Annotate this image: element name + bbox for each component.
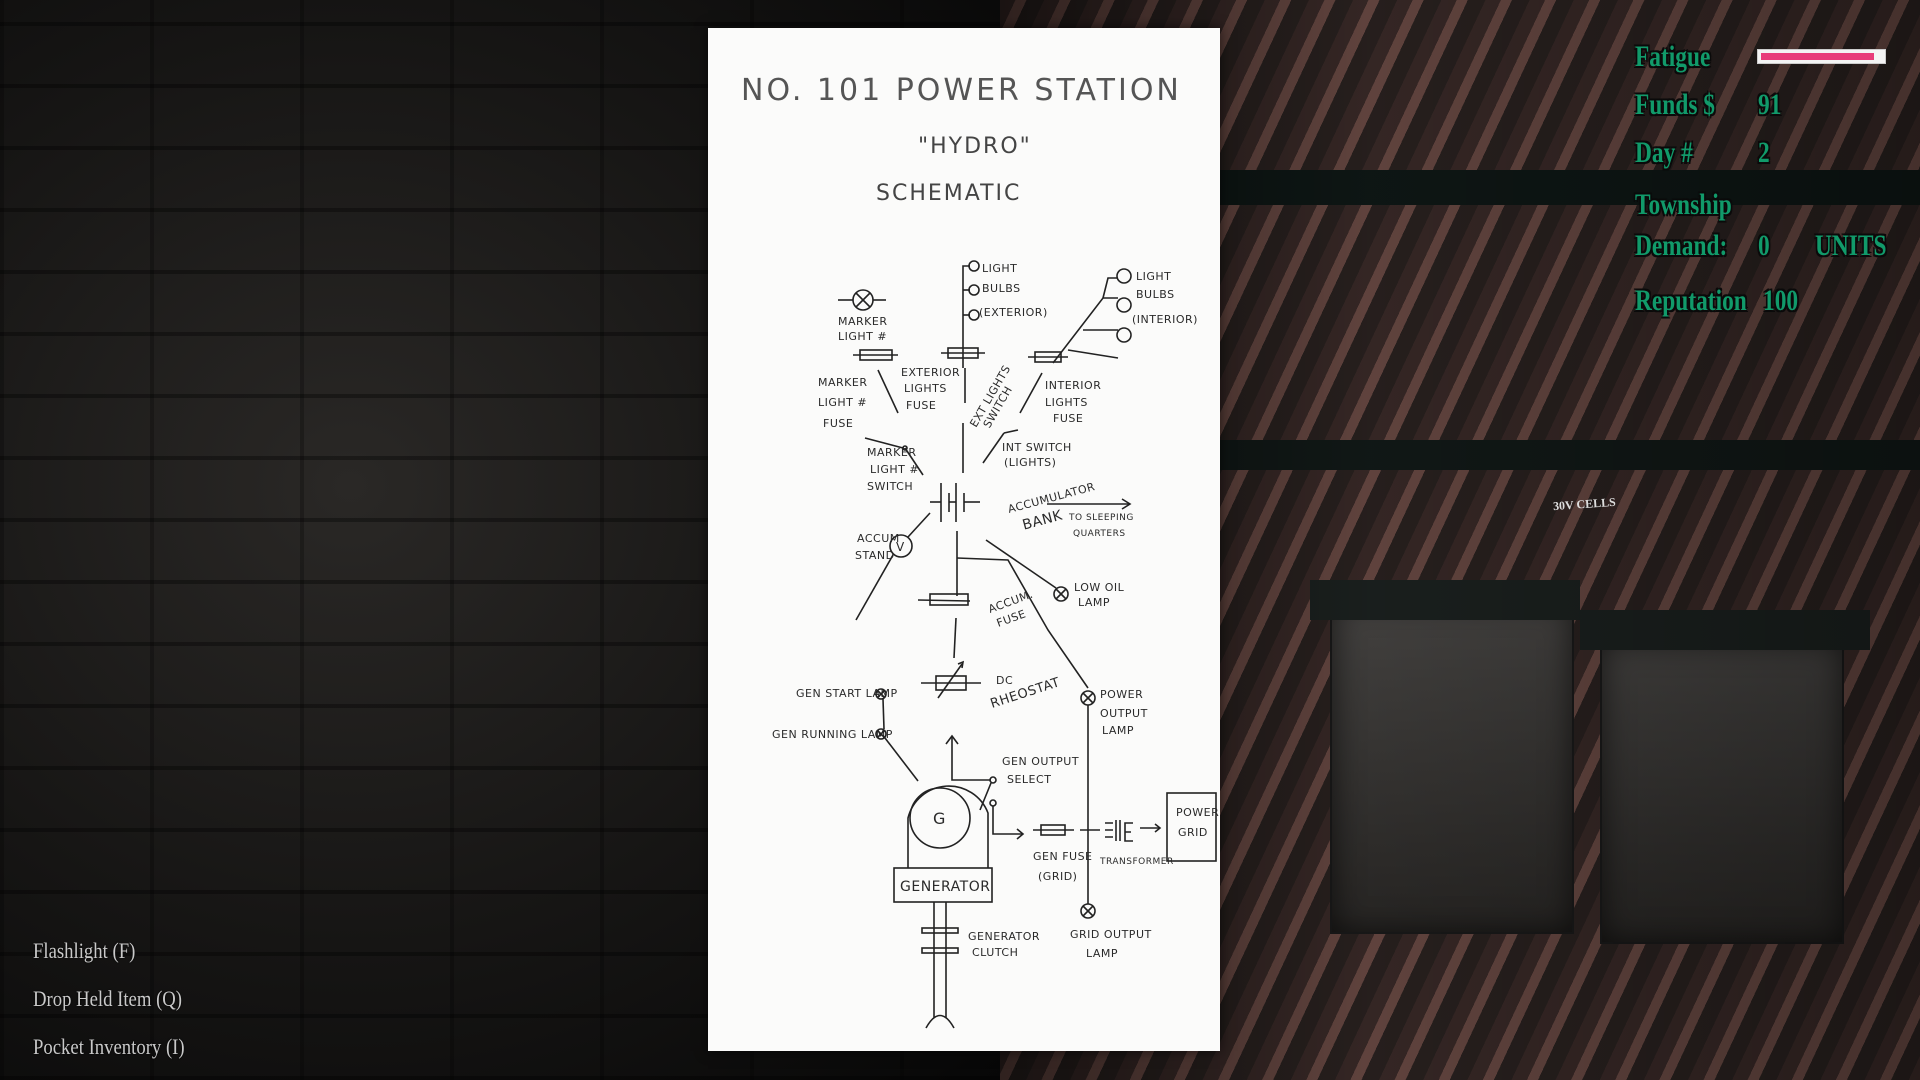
switches: MARKER LIGHT # SWITCH INT SWITCH (LIGHTS… bbox=[864, 423, 1072, 493]
schematic-label: LAMP bbox=[1102, 724, 1134, 737]
schematic-label: LIGHTS bbox=[904, 382, 947, 395]
schematic-label: V bbox=[896, 540, 905, 554]
schematic-label: GENERATOR bbox=[900, 879, 990, 895]
schematic-label: MARKER bbox=[838, 315, 887, 328]
schematic-label: TRANSFORMER bbox=[1099, 857, 1174, 867]
schematic-label: GEN START LAMP bbox=[796, 687, 898, 700]
day-label: Day # bbox=[1635, 136, 1693, 169]
schematic-label: EXTERIOR bbox=[901, 366, 960, 379]
schematic-label: MARKER bbox=[818, 376, 867, 389]
generator: G GENERATOR GEN OUTPUT SELECT bbox=[893, 755, 1079, 903]
schematic-label: GEN RUNNING LAMP bbox=[772, 728, 893, 741]
marker-light: MARKER LIGHT # bbox=[838, 289, 887, 343]
schematic-label: GRID OUTPUT bbox=[1070, 928, 1152, 941]
schematic-label: LAMP bbox=[1086, 947, 1118, 960]
fatigue-label: Fatigue bbox=[1635, 40, 1711, 73]
drop-item-hint: Drop Held Item (Q) bbox=[33, 986, 183, 1011]
demand-unit: UNITS bbox=[1815, 229, 1887, 262]
schematic-heading: SCHEMATIC bbox=[876, 181, 1021, 206]
schematic-label: (GRID) bbox=[1038, 870, 1077, 883]
accum-fuse: ACCUM. FUSE bbox=[917, 588, 1035, 659]
schematic-label: (INTERIOR) bbox=[1132, 313, 1198, 326]
interior-bulbs: LIGHT BULBS (INTERIOR) bbox=[1052, 268, 1198, 364]
schematic-label: POWER bbox=[1176, 806, 1219, 819]
schematic-label: GENERATOR bbox=[968, 930, 1040, 943]
schematic-document: NO. 101 POWER STATION "HYDRO" SCHEMATIC … bbox=[708, 28, 1220, 1051]
schematic-label: LAMP bbox=[1078, 596, 1110, 609]
schematic-label: LIGHTS bbox=[1045, 396, 1088, 409]
schematic-label: FUSE bbox=[823, 417, 853, 430]
schematic-label: GEN OUTPUT bbox=[1002, 755, 1079, 768]
schematic-label: LIGHT bbox=[982, 262, 1017, 275]
schematic-label: GRID bbox=[1178, 826, 1208, 839]
schematic-label: LIGHT # bbox=[870, 463, 919, 476]
battery-cell bbox=[1330, 600, 1574, 934]
battery-cell-top bbox=[1580, 610, 1870, 650]
reputation-value: 100 bbox=[1763, 284, 1799, 317]
schematic-label: DC bbox=[996, 674, 1013, 687]
schematic-label: OUTPUT bbox=[1100, 707, 1148, 720]
generator-lamps: GEN START LAMP GEN RUNNING LAMP bbox=[772, 687, 919, 782]
schematic-label: BANK bbox=[1021, 507, 1065, 533]
schematic-label: POWER bbox=[1100, 688, 1143, 701]
schematic-label: TO SLEEPING bbox=[1068, 513, 1134, 523]
schematic-subtitle: "HYDRO" bbox=[918, 134, 1032, 159]
schematic-label: SELECT bbox=[1007, 773, 1051, 786]
accumulator-bank: ACCUMULATOR BANK TO SLEEPING QUARTERS bbox=[930, 480, 1134, 539]
battery-cell bbox=[1600, 640, 1844, 944]
funds-label: Funds $ bbox=[1635, 88, 1715, 121]
schematic-label: BULBS bbox=[982, 282, 1021, 295]
township-label: Township bbox=[1635, 188, 1732, 221]
generator-clutch: GENERATOR CLUTCH bbox=[921, 902, 1040, 1029]
demand-value: 0 bbox=[1758, 229, 1770, 262]
dc-rheostat: DC RHEOSTAT bbox=[921, 660, 1062, 768]
output-wiring: LOW OIL LAMP POWER OUTPUT LAMP GRID OUTP… bbox=[956, 531, 1152, 960]
schematic-label: LIGHT # bbox=[818, 396, 867, 409]
schematic-label: MARKER bbox=[867, 446, 916, 459]
flashlight-hint: Flashlight (F) bbox=[33, 938, 136, 963]
fatigue-bar-fill bbox=[1761, 53, 1874, 60]
demand-label: Demand: bbox=[1635, 229, 1728, 262]
schematic-label: (LIGHTS) bbox=[1004, 456, 1056, 469]
fatigue-bar bbox=[1757, 49, 1886, 64]
day-value: 2 bbox=[1758, 136, 1770, 169]
schematic-label: (EXTERIOR) bbox=[979, 306, 1048, 319]
schematic-label: FUSE bbox=[1053, 412, 1083, 425]
accum-stand-voltmeter: V ACCUM STAND bbox=[855, 512, 931, 621]
schematic-label: ACCUM bbox=[857, 532, 900, 545]
schematic-label: BULBS bbox=[1136, 288, 1175, 301]
schematic-label: STAND bbox=[855, 549, 895, 562]
schematic-title: NO. 101 POWER STATION bbox=[741, 73, 1182, 108]
schematic-label: SWITCH bbox=[867, 480, 913, 493]
grid-connection: POWER GRID GEN FUSE (GRID) TRANSFORMER bbox=[1033, 792, 1219, 883]
schematic-label: LOW OIL bbox=[1074, 581, 1125, 594]
schematic-label: LIGHT # bbox=[838, 330, 887, 343]
reputation-label: Reputation bbox=[1635, 284, 1747, 317]
schematic-label: GEN FUSE bbox=[1033, 850, 1093, 863]
schematic-label: INTERIOR bbox=[1045, 379, 1101, 392]
schematic-drawing: NO. 101 POWER STATION "HYDRO" SCHEMATIC … bbox=[741, 73, 1219, 1029]
schematic-label: FUSE bbox=[906, 399, 936, 412]
schematic-label: LIGHT bbox=[1136, 270, 1171, 283]
pocket-inventory-hint: Pocket Inventory (I) bbox=[33, 1034, 185, 1059]
schematic-label: QUARTERS bbox=[1073, 529, 1126, 539]
schematic-label: CLUTCH bbox=[972, 946, 1018, 959]
schematic-label: INT SWITCH bbox=[1002, 441, 1072, 454]
schematic-label: G bbox=[933, 809, 946, 828]
funds-value: 91 bbox=[1758, 88, 1782, 121]
battery-cell-top bbox=[1310, 580, 1580, 620]
exterior-bulbs: LIGHT BULBS (EXTERIOR) bbox=[962, 260, 1048, 368]
fuse-row: EXTERIOR LIGHTS FUSE MARKER LIGHT # FUSE… bbox=[818, 347, 1101, 430]
